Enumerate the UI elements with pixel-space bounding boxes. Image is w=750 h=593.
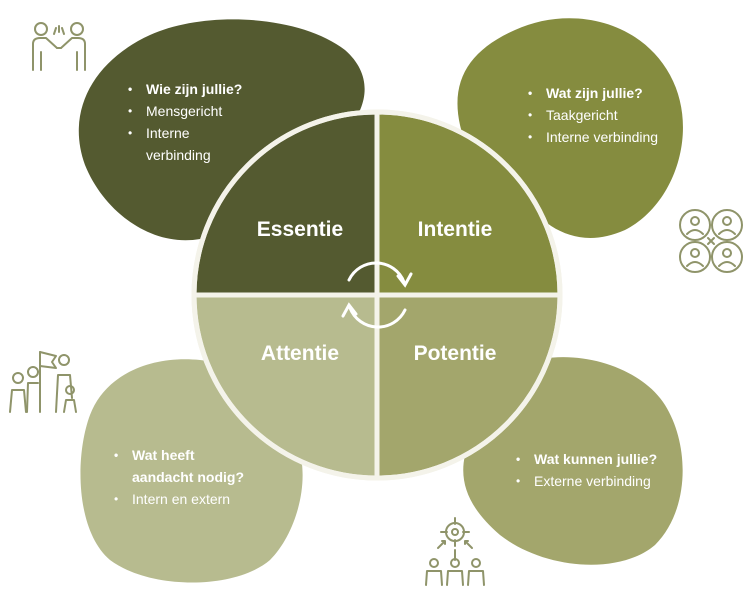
- list-item-heading: Wat heeft aandacht nodig?: [110, 444, 257, 488]
- list-item: Mensgericht: [124, 100, 274, 122]
- list-item: Interne verbinding: [124, 122, 236, 166]
- list-item-heading: Wat zijn jullie?: [524, 82, 684, 104]
- list-item-heading: Wie zijn jullie?: [124, 78, 274, 100]
- blob-text-bottom-left: Wat heeft aandacht nodig? Intern en exte…: [110, 444, 270, 510]
- list-item: Interne verbinding: [524, 126, 684, 148]
- label-attentie: Attentie: [260, 342, 340, 365]
- blob-text-top-left: Wie zijn jullie? Mensgericht Interne ver…: [124, 78, 274, 166]
- list-item: Intern en extern: [110, 488, 270, 510]
- team-flag-icon: [9, 351, 77, 413]
- list-item-heading: Wat kunnen jullie?: [512, 448, 682, 470]
- label-essentie: Essentie: [256, 218, 344, 241]
- blob-text-top-right: Wat zijn jullie? Taakgericht Interne ver…: [524, 82, 684, 148]
- blob-text-bottom-right: Wat kunnen jullie? Externe verbinding: [512, 448, 682, 492]
- handshake-people-icon: [32, 22, 86, 71]
- label-intentie: Intentie: [417, 218, 493, 241]
- target-team-icon: [425, 517, 485, 586]
- circle-ring: [191, 109, 563, 481]
- label-potentie: Potentie: [413, 342, 497, 365]
- list-item: Externe verbinding: [512, 470, 682, 492]
- cycle-arrows-icon: [341, 261, 413, 329]
- list-item: Taakgericht: [524, 104, 684, 126]
- main-circle: [191, 109, 563, 481]
- four-people-circles-icon: [679, 209, 743, 273]
